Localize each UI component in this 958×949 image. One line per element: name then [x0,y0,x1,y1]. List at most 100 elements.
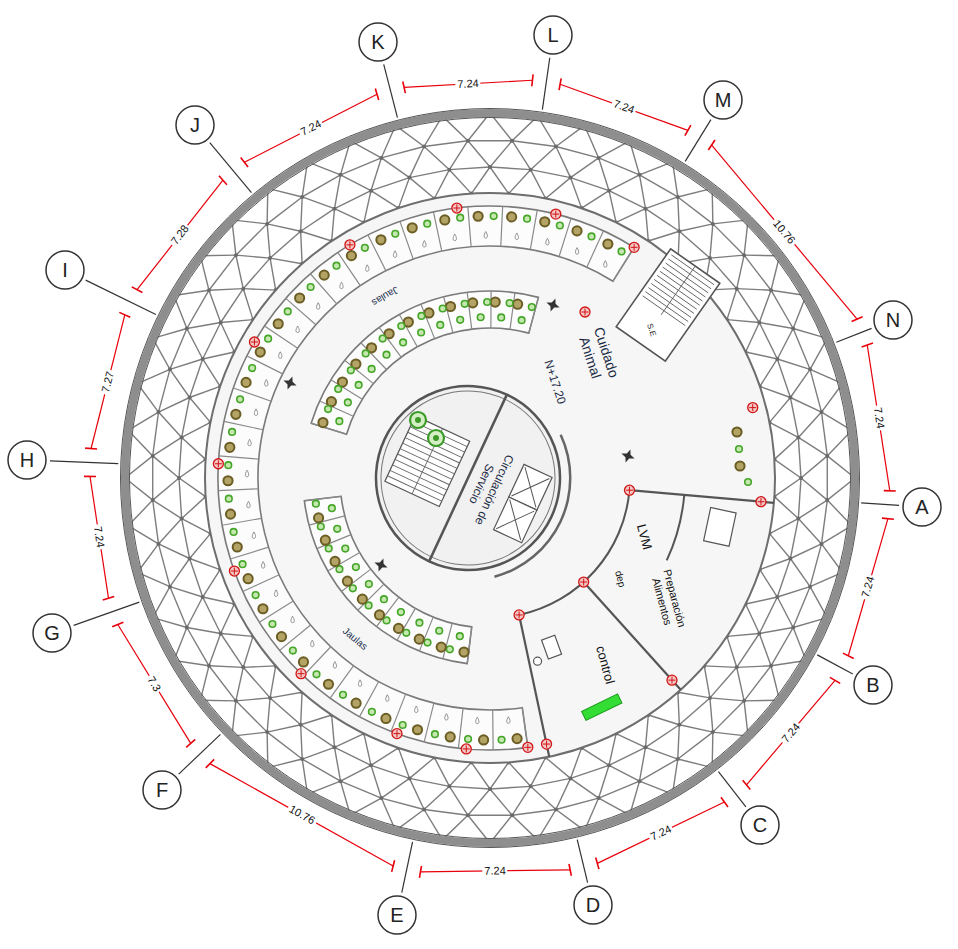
dome-lattice [746,604,760,633]
plant-symbols [557,222,564,229]
dome-lattice [241,287,245,291]
plant-symbols [313,671,320,678]
dimension-lines [403,81,406,93]
dimension-lines [219,176,227,185]
dimension-lines [867,345,890,491]
column-marks [672,677,673,684]
core-planters [410,412,444,446]
plant-symbols [490,213,497,220]
dome-lattice [339,779,343,783]
dome-lattice [510,139,514,143]
plant-symbols [418,329,425,336]
grid-lines [50,461,118,464]
room-walls [519,490,774,757]
grid-letter: J [190,114,200,136]
plant-symbols [546,238,549,245]
plant-symbols [491,297,500,306]
dimension-lines [852,317,863,322]
plant-symbols [247,501,250,508]
cage-dividers [368,235,386,271]
grid-bubble: I [45,250,85,290]
bubble-circle [8,441,46,479]
dome-lattice [153,478,179,500]
column-marks [748,403,758,413]
plant-symbols [446,302,455,311]
plant-symbols [318,523,325,530]
dimension-lines [721,797,728,807]
dome-lattice [236,667,243,701]
cage-dividers [613,247,634,281]
bubble-circle [33,614,71,652]
dome-lattice [759,323,793,329]
dome-lattice [679,698,710,725]
plant-symbols [400,339,407,346]
plant-symbols [317,303,320,310]
dome-lattice [267,197,302,224]
plant-symbols [413,725,422,734]
dome-lattice [609,747,645,765]
dimension-lines [137,180,223,290]
dome-lattice [179,478,206,497]
plant-symbols [244,574,253,583]
bubble-circle [704,81,742,119]
plant-symbols [394,624,403,633]
dimension-lines [206,759,214,768]
dome-lattice [770,422,799,437]
plant-symbols [436,627,443,634]
plant-symbols [313,500,320,507]
dome-lattice [168,367,172,371]
dome-lattice [341,158,382,175]
furniture [534,508,737,666]
dome-lattice [609,734,616,766]
column-marks [624,485,634,495]
column-marks [555,211,556,218]
cage-dividers [530,210,537,249]
dome-lattice [759,627,793,633]
dome-lattice [398,748,409,779]
dome-lattice [822,500,828,544]
stair-symbol [385,416,470,507]
dome-lattice [152,456,153,500]
dome-lattice [449,762,471,786]
cage-dividers [587,231,604,267]
plant-symbols [362,245,369,252]
plant-symbols [465,736,472,743]
dome-lattice [708,696,712,700]
dome-lattice [302,175,340,197]
column-marks [629,242,639,252]
plant-symbols [432,731,439,738]
column-marks [234,568,235,575]
dome-lattice [335,747,341,781]
dome-lattice [616,209,645,223]
plant-symbols [507,212,516,221]
plant-symbols [237,396,244,403]
plant-symbols [252,592,259,599]
dome-lattice [243,258,270,289]
plant-symbols [437,322,444,329]
service-core [352,362,583,593]
room-walls [629,490,773,503]
plant-symbols [265,380,268,387]
dome-lattice [410,758,435,779]
dimension-label: 7.24 [858,573,878,601]
dome-lattice [449,141,467,170]
plant-symbols [241,378,250,387]
dome-lattice [609,175,639,191]
dome-lattice [381,798,424,809]
plant-symbols [461,301,468,308]
column-marks [249,337,259,347]
plant-symbols [392,230,399,237]
dome-lattice [678,732,713,759]
plant-symbols [258,604,267,613]
dome-lattice [570,765,609,778]
plant-symbols [233,542,242,551]
cage-dividers [510,293,515,330]
dome-lattice [646,725,680,748]
dome-lattice [301,725,335,748]
dome-lattice [737,634,760,668]
dome-lattice [744,666,771,701]
dome-lattice [300,195,304,199]
dimension-lines [708,140,715,150]
plant-symbols [284,308,291,315]
dome-lattice [512,141,556,147]
